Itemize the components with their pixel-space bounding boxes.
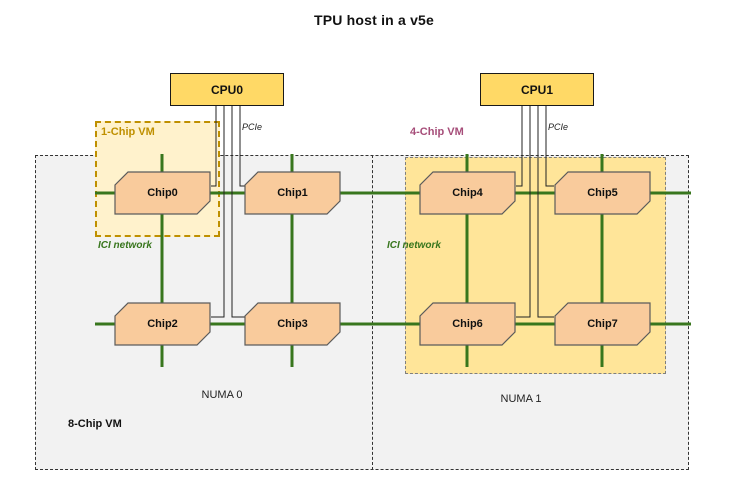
chip6-label: Chip6 <box>452 318 483 330</box>
diagram-title: TPU host in a v5e <box>313 12 435 28</box>
chip0-label: Chip0 <box>147 187 178 199</box>
cpu0-label: CPU0 <box>210 82 243 97</box>
cpu0-box: CPU0 <box>170 73 284 106</box>
chip3-label: Chip3 <box>277 318 308 330</box>
numa0-label: NUMA 0 <box>201 389 243 401</box>
four-chip-vm-label: 4-Chip VM <box>410 126 464 138</box>
cpu1-box: CPU1 <box>480 73 594 106</box>
chip4-label: Chip4 <box>452 187 483 199</box>
numa-divider <box>372 155 373 470</box>
one-chip-vm-label: 1-Chip VM <box>101 126 155 138</box>
chip7-label: Chip7 <box>587 318 618 330</box>
chip2-label: Chip2 <box>147 318 178 330</box>
pcie-label-cpu1: PCIe <box>548 122 569 132</box>
pcie-label-cpu0: PCIe <box>242 122 263 132</box>
ici-network-label-left: ICI network <box>98 240 152 251</box>
cpu1-label: CPU1 <box>520 82 553 97</box>
ici-network-label-right: ICI network <box>387 240 441 251</box>
numa1-label: NUMA 1 <box>500 393 542 405</box>
eight-chip-vm-label: 8-Chip VM <box>68 418 122 430</box>
chip5-label: Chip5 <box>587 187 618 199</box>
chip1-label: Chip1 <box>277 187 308 199</box>
